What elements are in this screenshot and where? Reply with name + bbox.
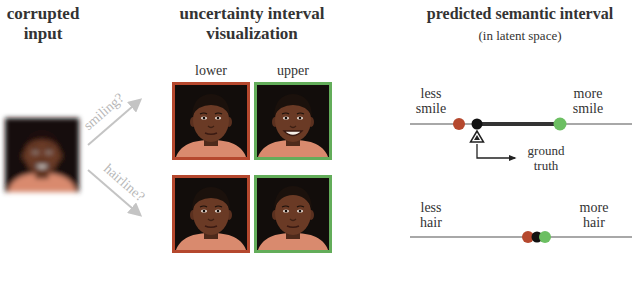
face-lower-smile-part [172,82,250,160]
face-upper-smile-part [254,82,332,160]
face-lower-hair [172,175,250,253]
frame-heading: lower [172,62,250,80]
axis-label: (in latent space) [404,28,636,44]
face-upper-smile-part [274,94,312,116]
smile-axis-part [474,135,480,140]
smile-axis-part [477,144,515,158]
smile-axis-part [453,118,465,130]
face-lower-hair-part [192,187,230,209]
corrupted-photo-part [34,165,51,169]
face-upper-hair-part [274,186,312,209]
frame-border [254,82,332,160]
axis-label: less hair [408,200,454,230]
smile-axis-part [472,119,483,130]
smile-axis-part [554,118,567,131]
lower-hair-frame [174,177,249,252]
corrupted-photo-part [24,129,60,150]
column-heading: corrupted input [0,4,86,44]
upper-hair-frame [256,177,331,252]
face-upper-smile [254,82,332,160]
face-upper-hair-part [254,175,332,253]
axis-label: less smile [408,86,454,116]
axis-label: ground truth [520,143,572,173]
face-lower-smile [172,82,250,160]
smile-axis-part [410,123,632,125]
face-upper-hair-part [287,226,299,227]
image-frame: lower [172,62,250,160]
face-upper-hair [254,175,332,253]
face-lower-smile-part [205,133,217,134]
hair-axis-part [410,236,632,238]
column-heading: uncertainty interval visualization [166,4,338,44]
hair-axis [410,231,632,243]
face-lower-hair-part [205,226,217,227]
smile-axis [410,118,632,159]
corrupted-photo-part [5,118,79,192]
arrow-label: hairline? [91,153,157,214]
smile-axis-part [477,122,560,126]
face-upper-smile-part [284,131,302,136]
image-frame: upper [254,62,332,160]
frame-border [172,82,250,160]
hair-axis-part [539,231,551,243]
column-heading: predicted semantic interval [404,4,636,24]
corrupted-photo [5,118,79,192]
smile-axis-part [471,131,484,142]
face-lower-hair-part [172,175,250,253]
frame-heading: upper [254,62,332,80]
axis-label: more hair [568,200,620,230]
axis-label: more smile [562,86,614,116]
face-lower-smile-part [192,94,230,116]
